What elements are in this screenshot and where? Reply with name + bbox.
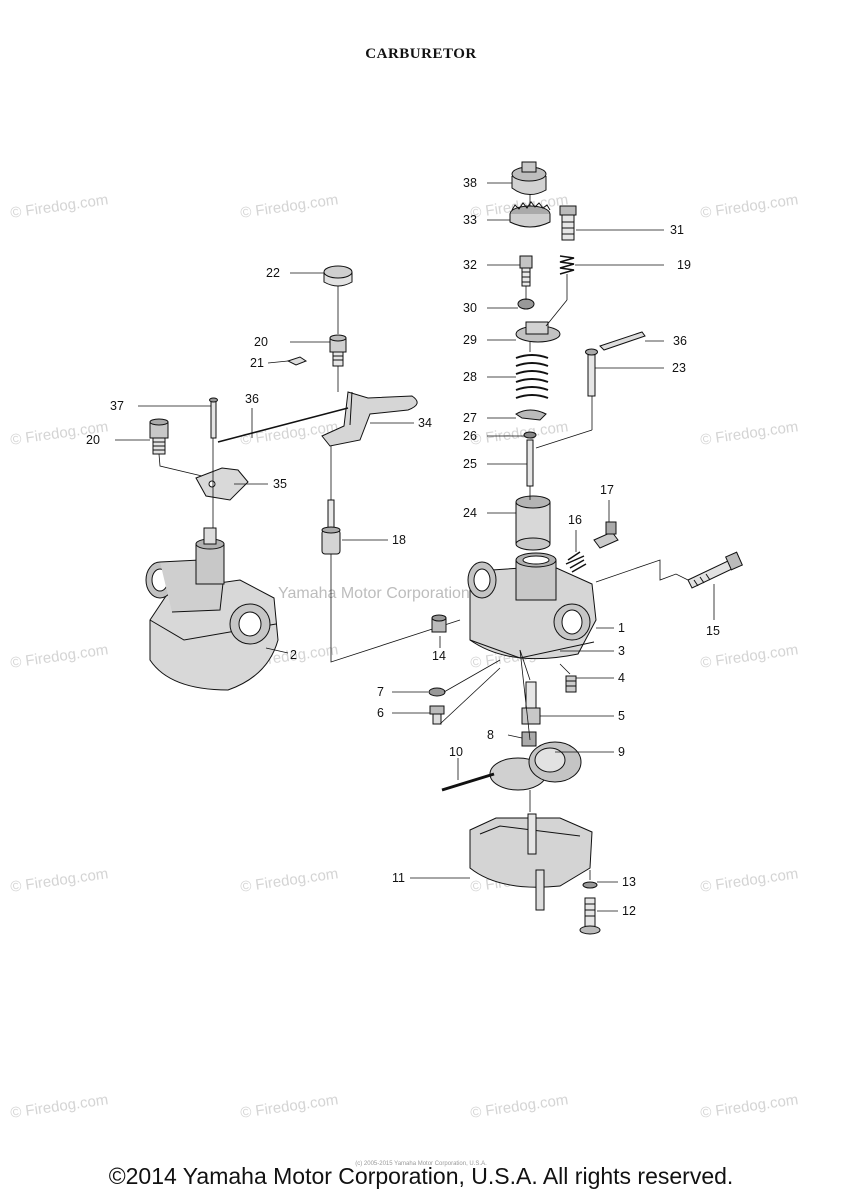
callout-2: 2 (290, 648, 297, 662)
callout-21: 21 (250, 356, 264, 370)
callout-6: 6 (377, 706, 384, 720)
callout-15: 15 (706, 624, 720, 638)
callout-23: 23 (672, 361, 686, 375)
part-22-cap (323, 265, 353, 287)
part-34-lever (321, 391, 418, 447)
callout-13: 13 (622, 875, 636, 889)
callout-30: 30 (463, 301, 477, 315)
part-16-spring (565, 551, 587, 573)
callout-4: 4 (618, 671, 625, 685)
part-5-needle-jet (521, 681, 541, 725)
callout-37: 37 (110, 399, 124, 413)
part-28-throttle-spring (515, 354, 549, 399)
part-4-pilot-jet (565, 675, 577, 693)
part-23-pin (585, 348, 598, 397)
part-35-bracket (195, 467, 249, 501)
part-33-mixing-chamber-top (509, 201, 551, 228)
callout-33: 33 (463, 213, 477, 227)
part-38-top-cap (511, 161, 547, 195)
part-24-throttle-valve (515, 495, 551, 551)
callout-18: 18 (392, 533, 406, 547)
callout-16: 16 (568, 513, 582, 527)
callout-36-right: 36 (673, 334, 687, 348)
part-25-jet-needle (526, 439, 534, 487)
part-31-screw (559, 205, 577, 241)
callout-26: 26 (463, 429, 477, 443)
part-14-nut (431, 614, 447, 633)
part-21-clip (286, 356, 308, 366)
callout-27: 27 (463, 411, 477, 425)
part-13-washer (582, 881, 598, 889)
callout-1: 1 (618, 621, 625, 635)
part-18-holder (321, 499, 341, 555)
part-27-clip (515, 409, 547, 421)
part-20-adjuster-left (149, 418, 169, 455)
part-26-washer (523, 431, 537, 439)
part-2-carburetor-assembled (145, 527, 279, 691)
callout-24: 24 (463, 506, 477, 520)
page-title: CARBURETOR (365, 46, 477, 62)
callout-5: 5 (618, 709, 625, 723)
part-7-washer (428, 687, 446, 697)
callout-28: 28 (463, 370, 477, 384)
callout-7: 7 (377, 685, 384, 699)
callout-32: 32 (463, 258, 477, 272)
part-9-float (489, 741, 582, 791)
part-19-spring (559, 255, 575, 275)
part-36-cable-right (599, 331, 646, 351)
callout-35: 35 (273, 477, 287, 491)
callout-19: 19 (677, 258, 691, 272)
part-20-adjuster-upper (329, 334, 347, 367)
callout-34: 34 (418, 416, 432, 430)
part-6-screw (429, 705, 445, 725)
callout-17: 17 (600, 483, 614, 497)
part-30-nut (517, 298, 535, 310)
callout-9: 9 (618, 745, 625, 759)
center-watermark: Yamaha Motor Corporation (278, 585, 470, 602)
callout-31: 31 (670, 223, 684, 237)
callout-14: 14 (432, 649, 446, 663)
callout-25: 25 (463, 457, 477, 471)
part-32-screw (519, 255, 533, 287)
callout-20-upper: 20 (254, 335, 268, 349)
part-17-screw (593, 521, 619, 549)
part-11-float-chamber (469, 813, 593, 911)
callout-12: 12 (622, 904, 636, 918)
footer-tiny-notice: (c) 2005-2015 Yamaha Motor Corporation, … (355, 1161, 487, 1167)
part-36-cable (217, 407, 349, 443)
callout-20-left: 20 (86, 433, 100, 447)
part-12-screw (579, 897, 601, 935)
callout-3: 3 (618, 644, 625, 658)
callout-8: 8 (487, 728, 494, 742)
callout-36-left: 36 (245, 392, 259, 406)
callout-10: 10 (449, 745, 463, 759)
part-15-bolt (687, 551, 743, 589)
part-29-plate (515, 321, 561, 343)
footer-copyright: ©2014 Yamaha Motor Corporation, U.S.A. A… (108, 1163, 734, 1189)
callout-22: 22 (266, 266, 280, 280)
part-1-carburetor-body (467, 552, 597, 660)
callout-38: 38 (463, 176, 477, 190)
callout-29: 29 (463, 333, 477, 347)
callout-11: 11 (392, 871, 405, 885)
part-37-pin (209, 397, 218, 439)
part-10-float-pin (441, 772, 495, 792)
